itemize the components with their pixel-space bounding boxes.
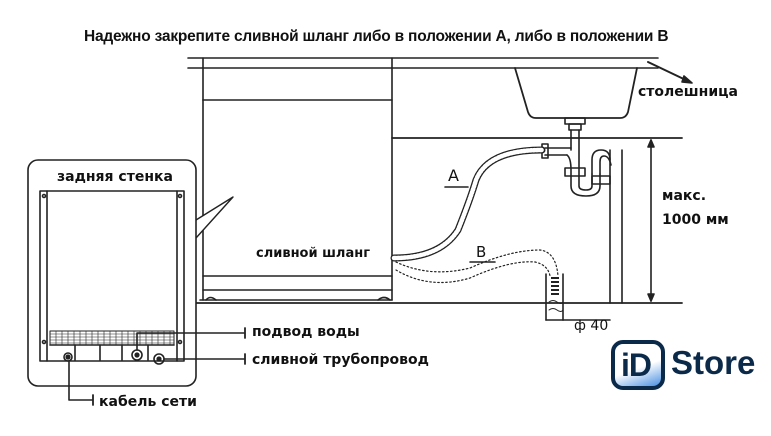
label-pipe-diameter: ф 40: [574, 318, 609, 334]
standpipe: [545, 273, 611, 321]
callout-pointer: [195, 196, 234, 239]
siphon: [541, 129, 612, 197]
label-back-wall: задняя стенка: [57, 169, 173, 185]
label-max-height: 1000 мм: [662, 212, 729, 228]
diagram-title: Надежно закрепите сливной шланг либо в п…: [84, 28, 669, 45]
drain-hose-b: [395, 249, 559, 277]
sink-drain: [564, 117, 586, 125]
back-panel-inset: [27, 159, 197, 387]
label-max: макс.: [662, 188, 707, 204]
label-countertop: столешница: [638, 84, 738, 100]
leader-water-inlet: [136, 332, 245, 351]
logo-mark-text: iD: [621, 347, 652, 383]
label-water-inlet: подвод воды: [252, 324, 360, 340]
dishwasher: [199, 99, 393, 301]
label-drain-pipe: сливной трубопровод: [252, 352, 429, 368]
label-power-cable: кабель сети: [99, 394, 197, 410]
leader-power-cable: [68, 361, 93, 401]
logo-wordmark: Store: [671, 344, 756, 381]
countertop: [187, 57, 659, 301]
label-position-a: A: [448, 166, 459, 185]
sink-bowl: [514, 67, 638, 119]
label-position-b: B: [476, 243, 487, 261]
arrowhead: [681, 75, 693, 84]
logo-mark: iD: [611, 340, 665, 390]
label-drain-hose: сливной шланг: [256, 246, 370, 261]
